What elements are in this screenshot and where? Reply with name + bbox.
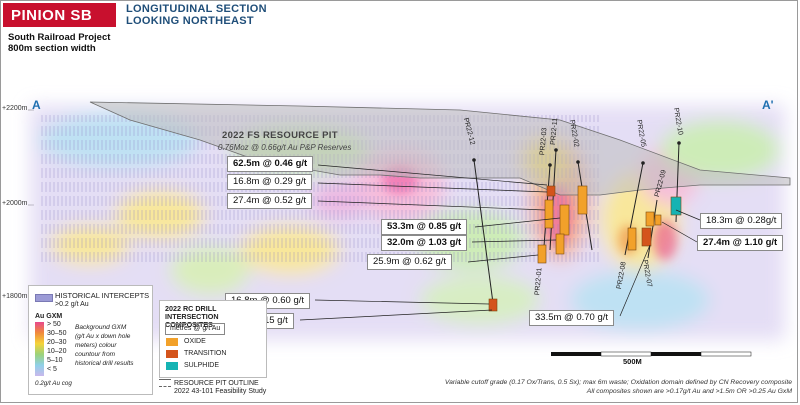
gxm-level: 5–10	[47, 357, 63, 364]
oxide-label: OXIDE	[184, 338, 206, 345]
gxm-note: Background GXM	[75, 324, 127, 331]
gxm-level: 30–50	[47, 330, 67, 337]
historical-title: HISTORICAL INTERCEPTS	[55, 291, 150, 300]
project-name: South Railroad Project	[8, 32, 111, 43]
footnote: Variable cutoff grade (0.17 Ox/Trans, 0.…	[445, 378, 792, 396]
figure-title: PINION SB	[11, 6, 93, 24]
rc-title-2: INTERSECTION COMPOSITES	[165, 312, 219, 329]
historical-sub: >0.2 g/t Au	[55, 301, 89, 308]
project-info: South Railroad Project 800m section widt…	[8, 32, 110, 54]
elevation-2000: +2000m	[2, 200, 28, 207]
intercept-label: 16.8m @ 0.29 g/t	[227, 174, 313, 190]
section-width: 800m section width	[8, 43, 96, 54]
scale-label: 500M	[623, 357, 642, 366]
intercept-label: 25.9m @ 0.62 g/t	[367, 254, 453, 270]
section-start-label: A	[32, 98, 41, 112]
intercept-label: 27.4m @ 1.10 g/t	[697, 235, 784, 251]
leader-lines	[299, 164, 701, 321]
oxide-swatch	[166, 338, 178, 346]
elevation-2200: +2200m	[2, 105, 28, 112]
footnote-line-1: Variable cutoff grade (0.17 Ox/Trans, 0.…	[444, 379, 792, 386]
rc-composites	[488, 185, 682, 312]
pit-outline-sub: 2022 43-101 Feasibility Study	[174, 387, 267, 395]
gxm-note: historical drill results	[75, 360, 134, 367]
scale-bar	[551, 351, 752, 357]
gxm-legend: HISTORICAL INTERCEPTS >0.2 g/t Au Au GXM…	[28, 285, 153, 395]
pit-reserves: 0.76Moz @ 0.66g/t Au P&P Reserves	[218, 143, 352, 152]
gxm-level: > 50	[47, 321, 61, 328]
intercept-label: 32.0m @ 1.03 g/t	[381, 235, 468, 251]
gxm-cog: 0.2g/t Au cog	[35, 380, 72, 387]
gxm-note: meters) colour	[75, 342, 117, 349]
section-end-label: A'	[762, 98, 774, 112]
footnote-line-2: All composites shown are >0.17g/t Au and…	[586, 388, 792, 395]
title-banner: PINION SB	[3, 3, 116, 27]
intercept-label: 53.3m @ 0.85 g/t	[381, 219, 468, 235]
gxm-level: 20–30	[47, 339, 67, 346]
gxm-level: 10–20	[47, 348, 67, 355]
pit-outline-swatch	[159, 379, 171, 387]
pit-outline-label: RESOURCE PIT OUTLINE	[174, 379, 259, 387]
section-subtitle: LONGITUDINAL SECTION LOOKING NORTHEAST	[126, 3, 267, 27]
rc-units: metres @ g/t Au	[165, 323, 226, 335]
intercept-label: 62.5m @ 0.46 g/t	[227, 156, 314, 172]
gxm-title: Au GXM	[35, 313, 63, 320]
subtitle-line-2: LOOKING NORTHEAST	[126, 15, 254, 27]
pit-title: 2022 FS RESOURCE PIT	[222, 130, 338, 141]
gxm-note: (g/t Au x down hole	[75, 333, 131, 340]
elevation-1800: +1800m	[2, 293, 28, 300]
gxm-level: < 5	[47, 366, 57, 373]
sulphide-label: SULPHIDE	[184, 362, 220, 369]
historical-intercepts-swatch	[35, 294, 53, 302]
transition-label: TRANSITION	[184, 350, 227, 357]
sulphide-swatch	[166, 362, 178, 370]
drill-collars	[472, 141, 681, 167]
subtitle-line-1: LONGITUDINAL SECTION	[126, 3, 267, 15]
rc-title: 2022 RC DRILL	[165, 304, 217, 313]
gxm-note: countour from	[75, 351, 116, 358]
transition-swatch	[166, 350, 178, 358]
intercept-label: 18.3m @ 0.28g/t	[700, 213, 783, 229]
intercept-label: 33.5m @ 0.70 g/t	[529, 310, 615, 326]
rc-legend: 2022 RC DRILL INTERSECTION COMPOSITES me…	[159, 300, 267, 378]
pit-outline-legend: RESOURCE PIT OUTLINE 2022 43-101 Feasibi…	[159, 379, 266, 396]
gxm-colour-ramp	[35, 322, 44, 376]
intercept-label: 27.4m @ 0.52 g/t	[227, 193, 313, 209]
